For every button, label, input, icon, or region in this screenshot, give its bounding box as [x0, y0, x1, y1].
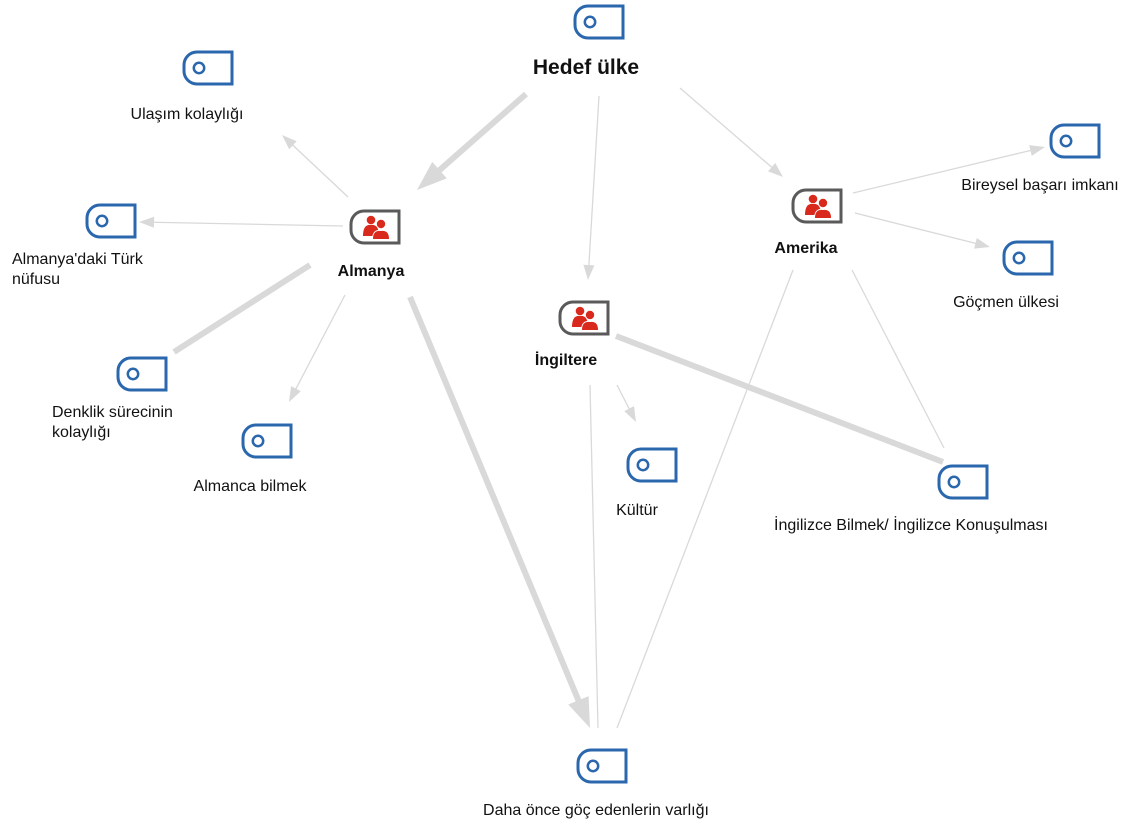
arrowhead	[282, 135, 297, 150]
node-daha[interactable]: Daha önce göç edenlerin varlığı	[483, 748, 709, 819]
edge-line	[851, 269, 945, 449]
edge-ingiltere-daha	[589, 384, 599, 729]
node-hedef[interactable]: Hedef ülke	[533, 4, 639, 79]
node-amerika[interactable]: Amerika	[774, 188, 843, 257]
arrowhead	[583, 264, 595, 280]
edge-line	[294, 294, 346, 392]
node-gocmen[interactable]: Göçmen ülkesi	[953, 240, 1059, 311]
node-turk[interactable]: Almanya'daki Türk nüfusu	[12, 203, 144, 288]
edges-layer	[139, 87, 1045, 729]
node-ingiltere[interactable]: İngiltere	[535, 300, 610, 369]
code-icon	[576, 748, 628, 784]
node-kultur[interactable]: Kültür	[616, 447, 678, 519]
node-ingilizce[interactable]: İngilizce Bilmek/ İngilizce Konuşulması	[774, 464, 1048, 534]
edge-ingiltere-ingilizce	[614, 333, 945, 465]
edge-line	[172, 262, 312, 355]
edge-ingiltere-kultur	[616, 384, 636, 422]
node-label: Daha önce göç edenlerin varlığı	[483, 802, 709, 819]
edge-almanya-ulasim	[282, 135, 349, 198]
edge-amerika-ingilizce	[851, 269, 945, 449]
node-label: İngilizce Bilmek/ İngilizce Konuşulması	[774, 515, 1048, 534]
edge-almanya-daha	[407, 295, 590, 728]
edge-amerika-daha	[616, 269, 794, 729]
code-icon	[1049, 123, 1101, 159]
node-almanca[interactable]: Almanca bilmek	[194, 423, 308, 495]
node-label: Almanya	[338, 263, 405, 280]
edge-hedef-amerika	[679, 87, 783, 177]
code-icon	[182, 50, 234, 86]
node-label: İngiltere	[535, 351, 597, 369]
code-icon	[626, 447, 678, 483]
code-icon	[85, 203, 137, 239]
case-icon	[558, 300, 610, 336]
edge-amerika-gocmen	[854, 212, 990, 249]
node-label: Kültür	[616, 502, 658, 519]
edge-line	[434, 91, 528, 176]
code-icon	[937, 464, 989, 500]
node-almanya[interactable]: Almanya	[338, 209, 405, 280]
node-label: Amerika	[774, 240, 837, 257]
edge-line	[407, 295, 583, 706]
node-label: kolaylığı	[52, 424, 111, 441]
arrowhead	[417, 161, 447, 190]
node-label: nüfusu	[12, 271, 60, 288]
edge-line	[852, 149, 1033, 194]
edge-line	[854, 212, 978, 245]
edge-line	[614, 333, 945, 465]
edge-almanya-denklik	[172, 262, 312, 355]
code-icon	[241, 423, 293, 459]
arrowhead	[624, 406, 636, 422]
node-ulasim[interactable]: Ulaşım kolaylığı	[131, 50, 244, 123]
case-icon	[791, 188, 843, 224]
edge-line	[290, 143, 349, 198]
edge-almanya-turk	[139, 216, 344, 228]
node-label: Almanya'daki Türk	[12, 251, 144, 268]
node-label: Ulaşım kolaylığı	[131, 106, 244, 123]
node-label: Hedef ülke	[533, 56, 639, 79]
edge-line	[616, 384, 631, 411]
code-icon	[116, 356, 168, 392]
node-label: Denklik sürecinin	[52, 404, 173, 421]
arrowhead	[289, 386, 301, 402]
edge-almanya-almanca	[289, 294, 346, 402]
arrowhead	[768, 163, 783, 177]
edge-line	[588, 95, 600, 268]
node-label: Almanca bilmek	[194, 478, 308, 495]
edge-line	[589, 384, 599, 729]
code-icon	[573, 4, 625, 40]
edge-line	[616, 269, 794, 729]
arrowhead	[568, 696, 590, 728]
edge-line	[679, 87, 774, 170]
edge-amerika-bireysel	[852, 145, 1045, 194]
node-label: Bireysel başarı imkanı	[961, 177, 1118, 194]
arrowhead	[974, 238, 990, 249]
edge-hedef-almanya	[417, 91, 528, 190]
arrowhead	[1029, 145, 1045, 156]
node-label: Göçmen ülkesi	[953, 294, 1059, 311]
node-bireysel[interactable]: Bireysel başarı imkanı	[961, 123, 1119, 194]
edge-line	[151, 221, 344, 227]
node-denklik[interactable]: Denklik sürecinin kolaylığı	[52, 356, 173, 441]
case-icon	[349, 209, 401, 245]
arrowhead	[139, 216, 155, 228]
edge-hedef-ingiltere	[583, 95, 600, 280]
code-icon	[1002, 240, 1054, 276]
